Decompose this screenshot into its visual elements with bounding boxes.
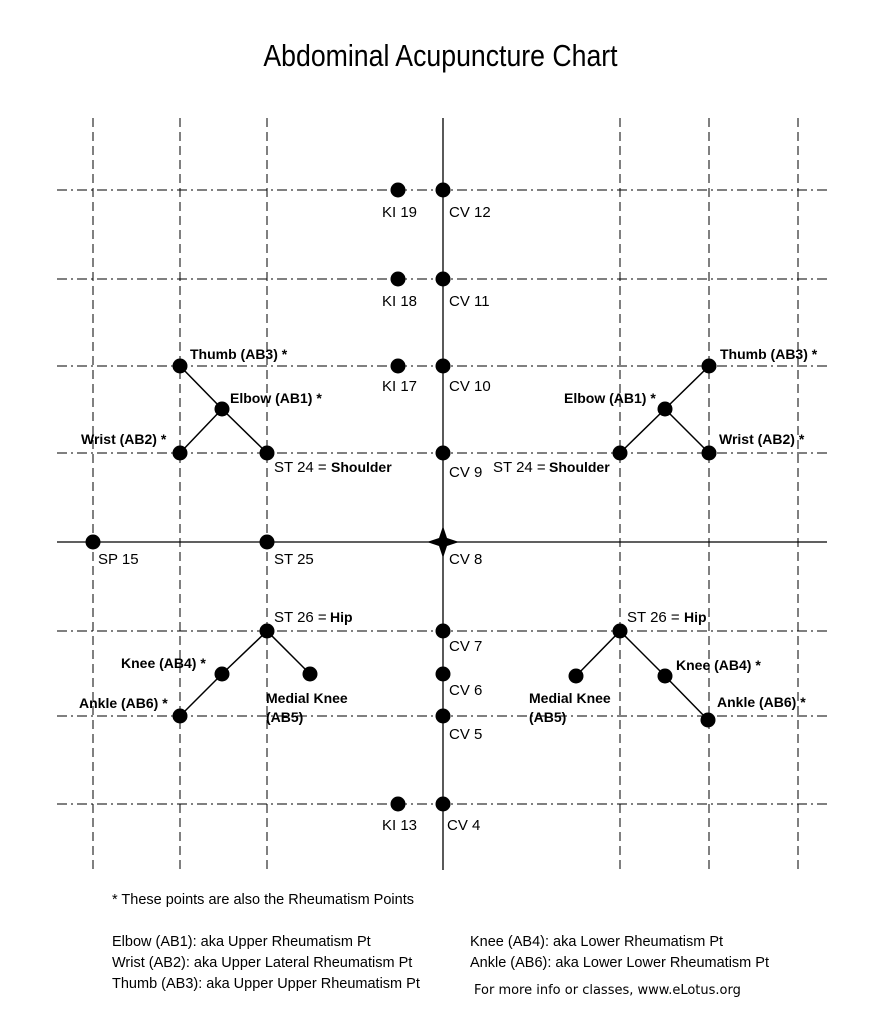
label-ki17: KI 17 — [382, 378, 417, 395]
knee-note: Knee (AB4): aka Lower Rheumatism Pt — [470, 934, 724, 950]
rheumatism-note: * These points are also the Rheumatism P… — [112, 892, 414, 908]
left-st26-label: ST 26 = — [274, 609, 327, 626]
left-knee-label: Knee (AB4) * — [121, 655, 206, 671]
point-left-ankle — [172, 708, 188, 724]
label-sp15: SP 15 — [98, 551, 139, 568]
right-arm-upper — [664, 365, 710, 410]
point-cv6 — [435, 666, 451, 682]
left-hip-label: Hip — [330, 609, 353, 625]
left-ankle-label: Ankle (AB6) * — [79, 695, 168, 711]
vertical-grid-lines — [92, 118, 799, 870]
right-medial-knee-label: Medial Knee — [529, 690, 611, 706]
left-arm-shoulder — [221, 408, 268, 454]
left-leg-medial — [266, 630, 311, 675]
right-leg-upper — [619, 630, 666, 677]
right-ankle-label: Ankle (AB6) * — [717, 694, 806, 710]
point-left-knee — [214, 666, 230, 682]
label-cv6: CV 6 — [449, 682, 482, 699]
left-wrist-label: Wrist (AB2) * — [81, 431, 167, 447]
right-st26-label: ST 26 = — [627, 609, 680, 626]
label-st25: ST 25 — [274, 551, 314, 568]
left-thumb-label: Thumb (AB3) * — [190, 346, 288, 362]
point-sp15 — [85, 534, 101, 550]
left-st24-label: ST 24 = — [274, 459, 327, 476]
point-ki18 — [390, 271, 406, 287]
left-leg-lower — [179, 673, 223, 717]
point-cv5 — [435, 708, 451, 724]
point-right-thumb — [701, 358, 717, 374]
right-arm-wrist — [664, 408, 710, 454]
acupoints — [85, 182, 717, 812]
label-cv7: CV 7 — [449, 638, 482, 655]
right-shoulder-label: Shoulder — [549, 459, 610, 475]
point-left-elbow — [214, 401, 230, 417]
point-left-thumb — [172, 358, 188, 374]
left-arm-lower — [179, 408, 223, 454]
point-right-medial-knee — [568, 668, 584, 684]
right-thumb-label: Thumb (AB3) * — [720, 346, 818, 362]
point-right-st26 — [612, 623, 628, 639]
right-leg-lower — [664, 675, 709, 721]
ankle-note: Ankle (AB6): aka Lower Lower Rheumatism … — [470, 955, 769, 971]
point-cv7 — [435, 623, 451, 639]
point-right-ankle — [700, 712, 716, 728]
point-ki13 — [390, 796, 406, 812]
point-right-st24 — [612, 445, 628, 461]
right-medial-knee-ab5-label: (AB5) — [529, 709, 566, 725]
right-leg-medial — [575, 630, 621, 677]
point-left-st24 — [259, 445, 275, 461]
point-ki17 — [390, 358, 406, 374]
point-left-st26 — [259, 623, 275, 639]
left-arm-upper — [179, 365, 223, 410]
label-cv11: CV 11 — [449, 293, 490, 310]
left-leg-upper — [221, 630, 268, 675]
left-medial-knee-label: Medial Knee — [266, 690, 348, 706]
point-left-medial-knee — [302, 666, 318, 682]
point-st25 — [259, 534, 275, 550]
label-cv8: CV 8 — [449, 551, 482, 568]
label-cv5: CV 5 — [449, 726, 482, 743]
point-right-elbow — [657, 401, 673, 417]
wrist-note: Wrist (AB2): aka Upper Lateral Rheumatis… — [112, 955, 413, 971]
label-cv12: CV 12 — [449, 204, 491, 221]
point-left-wrist — [172, 445, 188, 461]
point-cv12 — [435, 182, 451, 198]
label-cv4: CV 4 — [447, 817, 480, 834]
left-medial-knee-ab5-label: (AB5) — [266, 709, 303, 725]
point-cv9 — [435, 445, 451, 461]
umbilicus-star-icon — [427, 526, 459, 558]
point-right-knee — [657, 668, 673, 684]
point-cv4 — [435, 796, 451, 812]
point-ki19 — [390, 182, 406, 198]
point-cv10 — [435, 358, 451, 374]
left-elbow-label: Elbow (AB1) * — [230, 390, 322, 406]
credit-note: For more info or classes, www.eLotus.org — [474, 983, 741, 998]
limb-connectors — [179, 365, 710, 721]
label-ki13: KI 13 — [382, 817, 417, 834]
point-right-wrist — [701, 445, 717, 461]
chart-title: Abdominal Acupuncture Chart — [263, 38, 618, 73]
label-ki18: KI 18 — [382, 293, 417, 310]
right-st24-label: ST 24 = — [493, 459, 546, 476]
right-knee-label: Knee (AB4) * — [676, 657, 761, 673]
left-shoulder-label: Shoulder — [331, 459, 392, 475]
label-cv10: CV 10 — [449, 378, 491, 395]
right-arm-lower — [619, 408, 666, 454]
label-ki19: KI 19 — [382, 204, 417, 221]
thumb-note: Thumb (AB3): aka Upper Upper Rheumatism … — [112, 976, 420, 992]
right-hip-label: Hip — [684, 609, 707, 625]
right-elbow-label: Elbow (AB1) * — [564, 390, 656, 406]
point-cv11 — [435, 271, 451, 287]
label-cv9: CV 9 — [449, 464, 482, 481]
elbow-note: Elbow (AB1): aka Upper Rheumatism Pt — [112, 934, 371, 950]
right-wrist-label: Wrist (AB2) * — [719, 431, 805, 447]
